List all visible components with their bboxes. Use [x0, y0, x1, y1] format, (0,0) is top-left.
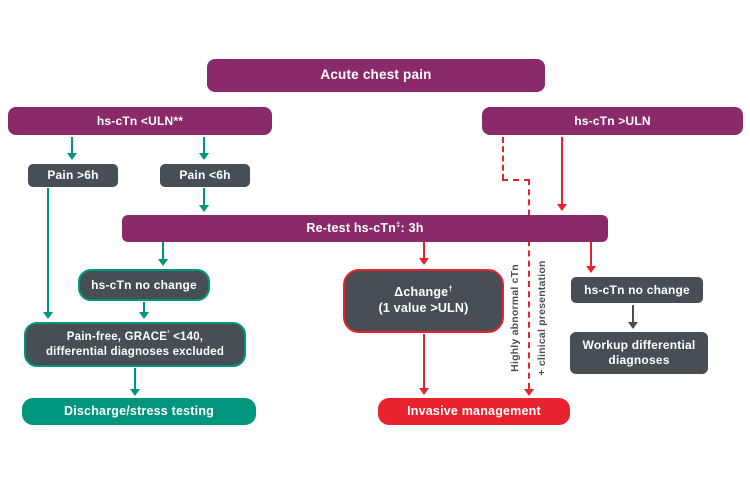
node-hs-ctn-above-uln-label: hs-cTn >ULN — [574, 113, 651, 128]
arrow-pain-over-6h-to-pain-free — [43, 188, 53, 319]
arrow-retest-to-delta-change — [419, 242, 429, 265]
dashed-connector-vertical-1 — [502, 137, 504, 180]
arrow-no-change-left-to-pain-free — [139, 302, 149, 319]
node-retest-label: Re-test hs-cTn‡: 3h — [306, 219, 424, 235]
node-pain-over-6h: Pain >6h — [28, 164, 118, 187]
node-pain-free-line2: differential diagnoses excluded — [45, 345, 225, 358]
node-delta-change-line2: (1 value >ULN) — [378, 301, 469, 315]
arrow-pain-free-to-discharge — [130, 368, 140, 396]
node-hs-ctn-below-uln: hs-cTn <ULN** — [8, 107, 272, 135]
arrow-retest-to-no-change-right — [586, 242, 596, 273]
node-no-change-left-label: hs-cTn no change — [91, 277, 197, 292]
label-clinical-presentation: + clinical presentation — [536, 260, 548, 376]
node-delta-change-line1: Δchange† — [394, 284, 453, 300]
node-pain-free-line1: Pain-free, GRACE¹ <140, — [66, 329, 204, 344]
node-no-change-left: hs-cTn no change — [78, 269, 210, 301]
node-no-change-right-label: hs-cTn no change — [584, 282, 690, 297]
node-pain-under-6h-label: Pain <6h — [179, 168, 231, 182]
arrow-uln-to-pain-under-6h — [199, 137, 209, 160]
node-acute-chest-pain-label: Acute chest pain — [320, 67, 432, 83]
node-invasive: Invasive management — [378, 398, 570, 425]
arrow-delta-change-to-invasive — [419, 334, 429, 395]
node-pain-under-6h: Pain <6h — [160, 164, 250, 187]
node-pain-over-6h-label: Pain >6h — [47, 168, 99, 182]
node-invasive-label: Invasive management — [407, 403, 541, 418]
node-acute-chest-pain: Acute chest pain — [207, 59, 545, 92]
arrow-above-uln-to-retest — [557, 137, 567, 211]
node-hs-ctn-below-uln-label: hs-cTn <ULN** — [96, 113, 184, 128]
node-workup-line1: Workup differential — [582, 338, 696, 352]
node-pain-free: Pain-free, GRACE¹ <140, differential dia… — [24, 322, 246, 367]
arrow-uln-to-pain-over-6h — [67, 137, 77, 160]
dashed-connector-horizontal — [502, 179, 530, 181]
node-no-change-right: hs-cTn no change — [571, 277, 703, 303]
dashed-arrowhead-to-invasive — [524, 389, 534, 396]
arrow-pain-under-6h-to-retest — [199, 188, 209, 212]
arrow-retest-to-no-change-left — [158, 242, 168, 266]
node-hs-ctn-above-uln: hs-cTn >ULN — [482, 107, 743, 135]
node-workup: Workup differential diagnoses — [570, 332, 708, 374]
node-delta-change: Δchange† (1 value >ULN) — [343, 269, 504, 333]
node-workup-line2: diagnoses — [608, 353, 670, 367]
node-discharge: Discharge/stress testing — [22, 398, 256, 425]
arrow-no-change-right-to-workup — [628, 305, 638, 329]
node-discharge-label: Discharge/stress testing — [64, 403, 214, 418]
label-highly-abnormal-ctn: Highly abnormal cTn — [509, 264, 521, 372]
dashed-connector-vertical-2 — [528, 179, 530, 389]
node-retest: Re-test hs-cTn‡: 3h — [122, 215, 608, 242]
